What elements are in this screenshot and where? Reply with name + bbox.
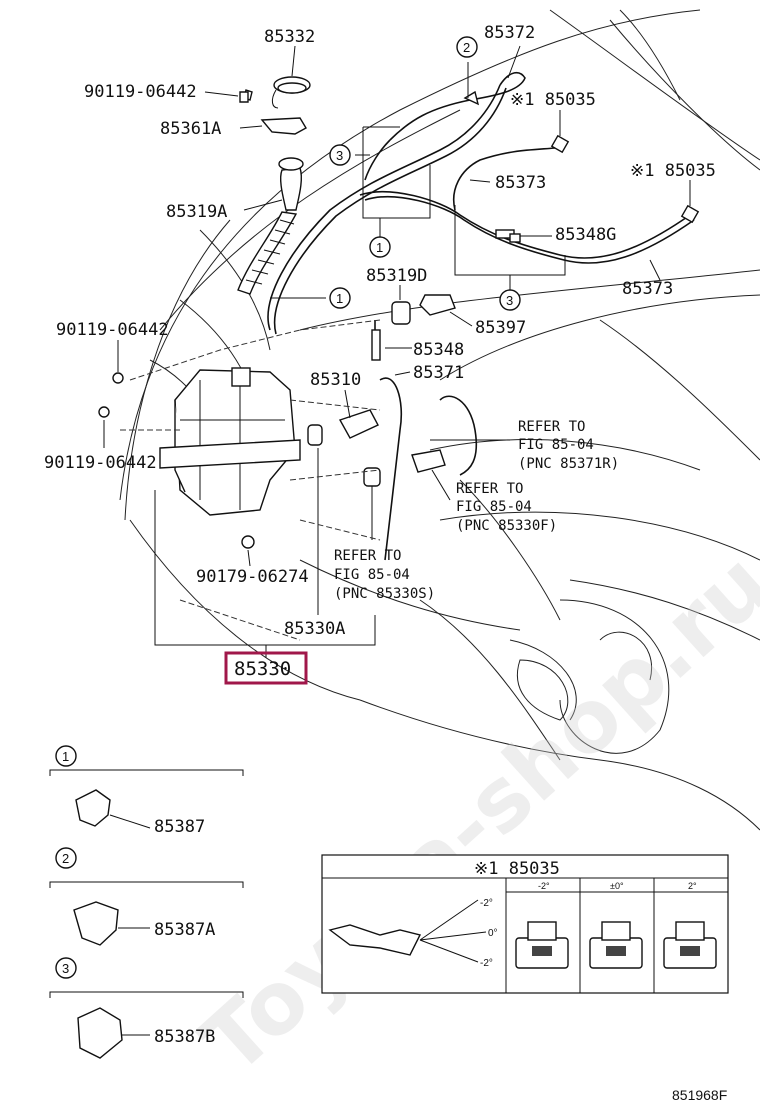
clip-85387-icon (75, 789, 111, 827)
label-85371: 85371 (413, 363, 464, 383)
highlight-box (224, 651, 308, 685)
label-85348G: 85348G (555, 225, 616, 245)
inset-col-1: -2° (538, 881, 550, 891)
callout-2-top-num: 2 (463, 40, 470, 55)
callout-3-b (499, 289, 521, 311)
ref1-line2: FIG 85-04 (518, 437, 594, 453)
angle-label-1: -2° (480, 898, 493, 909)
ref3-line1: REFER TO (334, 548, 401, 564)
angle-label-2: 0° (488, 928, 498, 939)
label-90179: 90179-06274 (196, 567, 309, 587)
label-90119-top: 90119-06442 (84, 82, 197, 102)
legend-3-part: 85387B (154, 1027, 215, 1047)
ref3-line3: (PNC 85330S) (334, 586, 435, 602)
bracket-85361A (243, 89, 307, 135)
callout-3-b-num: 3 (506, 293, 513, 308)
label-85035-b: ※1 85035 (630, 161, 716, 181)
cap-85332 (271, 76, 311, 109)
inset-title: ※1 85035 (474, 859, 560, 879)
nozzle-side-view (328, 924, 422, 956)
inset-col-3: 2° (688, 881, 697, 891)
legend-2-part: 85387A (154, 920, 215, 940)
label-85319D: 85319D (366, 266, 427, 286)
callout-2-top (456, 36, 478, 58)
legend-1-num: 1 (62, 749, 69, 764)
label-85373-a: 85373 (495, 173, 546, 193)
inset-col-2: ±0° (610, 881, 624, 891)
label-85330A: 85330A (284, 619, 345, 639)
ref2-line1: REFER TO (456, 481, 523, 497)
label-90119-low: 90119-06442 (44, 453, 157, 473)
label-85348: 85348 (413, 340, 464, 360)
car-body-outline (119, 9, 760, 831)
refer-to-1: REFER TO FIG 85-04 (PNC 85371R) (518, 419, 619, 472)
clip-85387A-icon (73, 901, 119, 946)
label-85310: 85310 (310, 370, 361, 390)
callout-1-a (369, 236, 391, 258)
inlet-hose (237, 157, 304, 295)
nozzle-front-view-3 (663, 921, 717, 969)
legend-2-num: 2 (62, 851, 69, 866)
callout-1-b-num: 1 (336, 291, 343, 306)
ref3-line2: FIG 85-04 (334, 567, 410, 583)
inset-85035: ※1 85035 -2° ±0° 2° -2° 0° -2° (321, 854, 729, 994)
nozzle-front-view-1 (515, 921, 569, 969)
label-85372: 85372 (484, 23, 535, 43)
ref2-line2: FIG 85-04 (456, 499, 532, 515)
watermark: Toyota-shop.ru (183, 534, 760, 1094)
label-85361A: 85361A (160, 119, 221, 139)
callout-3-a-num: 3 (336, 148, 343, 163)
label-85319A: 85319A (166, 202, 227, 222)
dashed-region (120, 319, 381, 641)
small-parts (98, 90, 700, 549)
ref1-line1: REFER TO (518, 419, 585, 435)
legend-1-part: 85387 (154, 817, 205, 837)
callout-1-a-num: 1 (376, 240, 383, 255)
label-85330-highlighted[interactable]: 85330 (234, 658, 291, 680)
washer-tank (159, 367, 301, 516)
clip-85387B-icon (77, 1007, 123, 1059)
callout-3-a (329, 144, 351, 166)
nozzle-front-view-2 (589, 921, 643, 969)
ref2-line3: (PNC 85330F) (456, 518, 557, 534)
angle-label-3: -2° (480, 958, 493, 969)
callouts: 2 3 1 1 3 (329, 36, 521, 311)
refer-to-2: REFER TO FIG 85-04 (PNC 85330F) (456, 481, 557, 534)
label-85373-b: 85373 (622, 279, 673, 299)
diagram-id: 851968F (672, 1087, 727, 1103)
ref1-line3: (PNC 85371R) (518, 456, 619, 472)
label-85332: 85332 (264, 27, 315, 47)
legend: 1 85387 2 85387A 3 85387B (49, 745, 244, 1059)
label-85397: 85397 (475, 318, 526, 338)
callout-1-b (329, 287, 351, 309)
refer-to-3: REFER TO FIG 85-04 (PNC 85330S) (334, 548, 435, 602)
legend-3-num: 3 (62, 961, 69, 976)
label-90119-mid: 90119-06442 (56, 320, 169, 340)
part-labels: 85332 85372 90119-06442 ※1 85035 85361A … (44, 23, 716, 685)
leader-lines (103, 45, 691, 658)
label-85035-a: ※1 85035 (510, 90, 596, 110)
washer-hoses (267, 71, 695, 561)
